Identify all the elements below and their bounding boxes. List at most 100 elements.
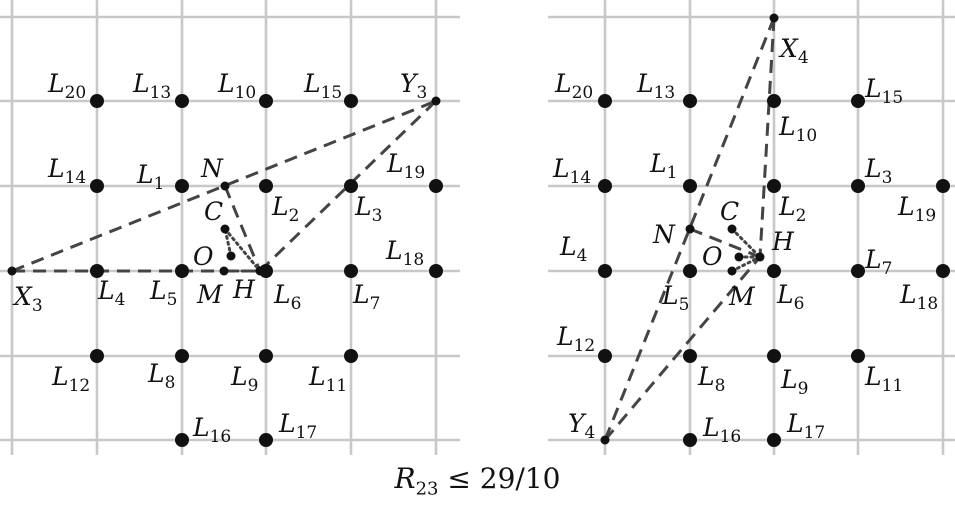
point-l12 xyxy=(90,349,104,363)
label-l2: L2 xyxy=(271,192,299,226)
label-l19: L19 xyxy=(386,149,425,183)
point-l14 xyxy=(90,179,104,193)
point-l1 xyxy=(175,179,189,193)
label-l14: L14 xyxy=(552,154,591,188)
point-l8 xyxy=(175,349,189,363)
caption-subscript: 23 xyxy=(415,478,439,500)
point-l13 xyxy=(175,94,189,108)
label-l12: L12 xyxy=(51,362,90,396)
label-l15: L15 xyxy=(864,74,903,108)
point-l17 xyxy=(767,433,781,447)
point-x3 xyxy=(7,266,17,276)
label-l7: L7 xyxy=(352,280,380,314)
label-x3: X3 xyxy=(12,282,43,316)
point-l2 xyxy=(259,179,273,193)
point-o xyxy=(226,251,236,261)
label-l9: L9 xyxy=(780,365,808,399)
label-l4: L4 xyxy=(97,276,125,310)
point-n xyxy=(685,224,695,234)
point-h xyxy=(755,252,765,262)
segment-N-H xyxy=(689,227,761,259)
caption: R23 ≤ 29/10 xyxy=(0,462,955,500)
point-l18 xyxy=(429,264,443,278)
caption-bound: ≤ 29/10 xyxy=(438,462,561,495)
point-l7 xyxy=(851,264,865,278)
point-l16 xyxy=(683,433,697,447)
point-l15 xyxy=(851,94,865,108)
segment-Y4-H xyxy=(603,256,762,441)
point-l1 xyxy=(683,179,697,193)
segment-O-C xyxy=(223,227,233,258)
point-l9 xyxy=(259,349,273,363)
label-m: M xyxy=(196,280,224,309)
segments-left xyxy=(11,99,438,273)
point-n xyxy=(220,181,230,191)
label-l3: L3 xyxy=(864,154,892,188)
label-l17: L17 xyxy=(786,409,825,443)
label-l13: L13 xyxy=(132,69,171,103)
label-l17: L17 xyxy=(278,409,317,443)
point-l20 xyxy=(90,94,104,108)
point-c xyxy=(220,224,230,234)
point-l17 xyxy=(259,433,273,447)
point-y3 xyxy=(431,96,441,106)
point-l6 xyxy=(767,264,781,278)
grid-left xyxy=(0,0,460,455)
label-l6: L6 xyxy=(776,280,804,314)
segments-right xyxy=(603,17,776,441)
label-o: O xyxy=(702,242,723,271)
label-h: H xyxy=(771,227,795,256)
label-y3: Y3 xyxy=(400,69,427,103)
segment-C-H xyxy=(223,227,262,273)
label-l14: L14 xyxy=(47,154,86,188)
label-l10: L10 xyxy=(778,112,817,146)
label-l12: L12 xyxy=(556,322,595,356)
label-l6: L6 xyxy=(273,280,301,314)
segment-M-H xyxy=(730,255,762,273)
point-l8 xyxy=(683,349,697,363)
point-l14 xyxy=(598,179,612,193)
point-l3 xyxy=(344,179,358,193)
label-l16: L16 xyxy=(702,413,741,447)
point-l13 xyxy=(683,94,697,108)
label-l1: L1 xyxy=(649,149,677,183)
label-c: C xyxy=(720,197,739,226)
point-l7 xyxy=(344,264,358,278)
segment-X3-Y3 xyxy=(11,99,437,273)
point-l4 xyxy=(598,264,612,278)
caption-variable: R xyxy=(394,462,416,495)
point-l16 xyxy=(175,433,189,447)
point-l9 xyxy=(767,349,781,363)
label-l9: L9 xyxy=(230,362,258,396)
segment-N-H xyxy=(223,185,262,272)
label-l2: L2 xyxy=(778,192,806,226)
label-l15: L15 xyxy=(303,69,342,103)
label-l16: L16 xyxy=(192,413,231,447)
label-l20: L20 xyxy=(554,69,593,103)
point-l15 xyxy=(344,94,358,108)
label-l7: L7 xyxy=(864,245,892,279)
point-m xyxy=(727,266,737,276)
point-l3 xyxy=(851,179,865,193)
label-n: N xyxy=(200,154,224,183)
label-y4: Y4 xyxy=(568,409,595,443)
point-m xyxy=(219,266,229,276)
label-c: C xyxy=(204,197,223,226)
point-x4 xyxy=(769,13,779,23)
label-l8: L8 xyxy=(697,362,725,396)
label-l1: L1 xyxy=(136,160,164,194)
point-y4 xyxy=(600,435,610,445)
label-h: H xyxy=(232,275,256,304)
point-l4 xyxy=(90,264,104,278)
segment-X4-Y4 xyxy=(603,17,776,441)
label-l4: L4 xyxy=(559,232,587,266)
label-n: N xyxy=(652,220,676,249)
point-l10 xyxy=(767,94,781,108)
point-l2 xyxy=(767,179,781,193)
point-l5 xyxy=(683,264,697,278)
point-l11 xyxy=(851,349,865,363)
label-l10: L10 xyxy=(217,69,256,103)
